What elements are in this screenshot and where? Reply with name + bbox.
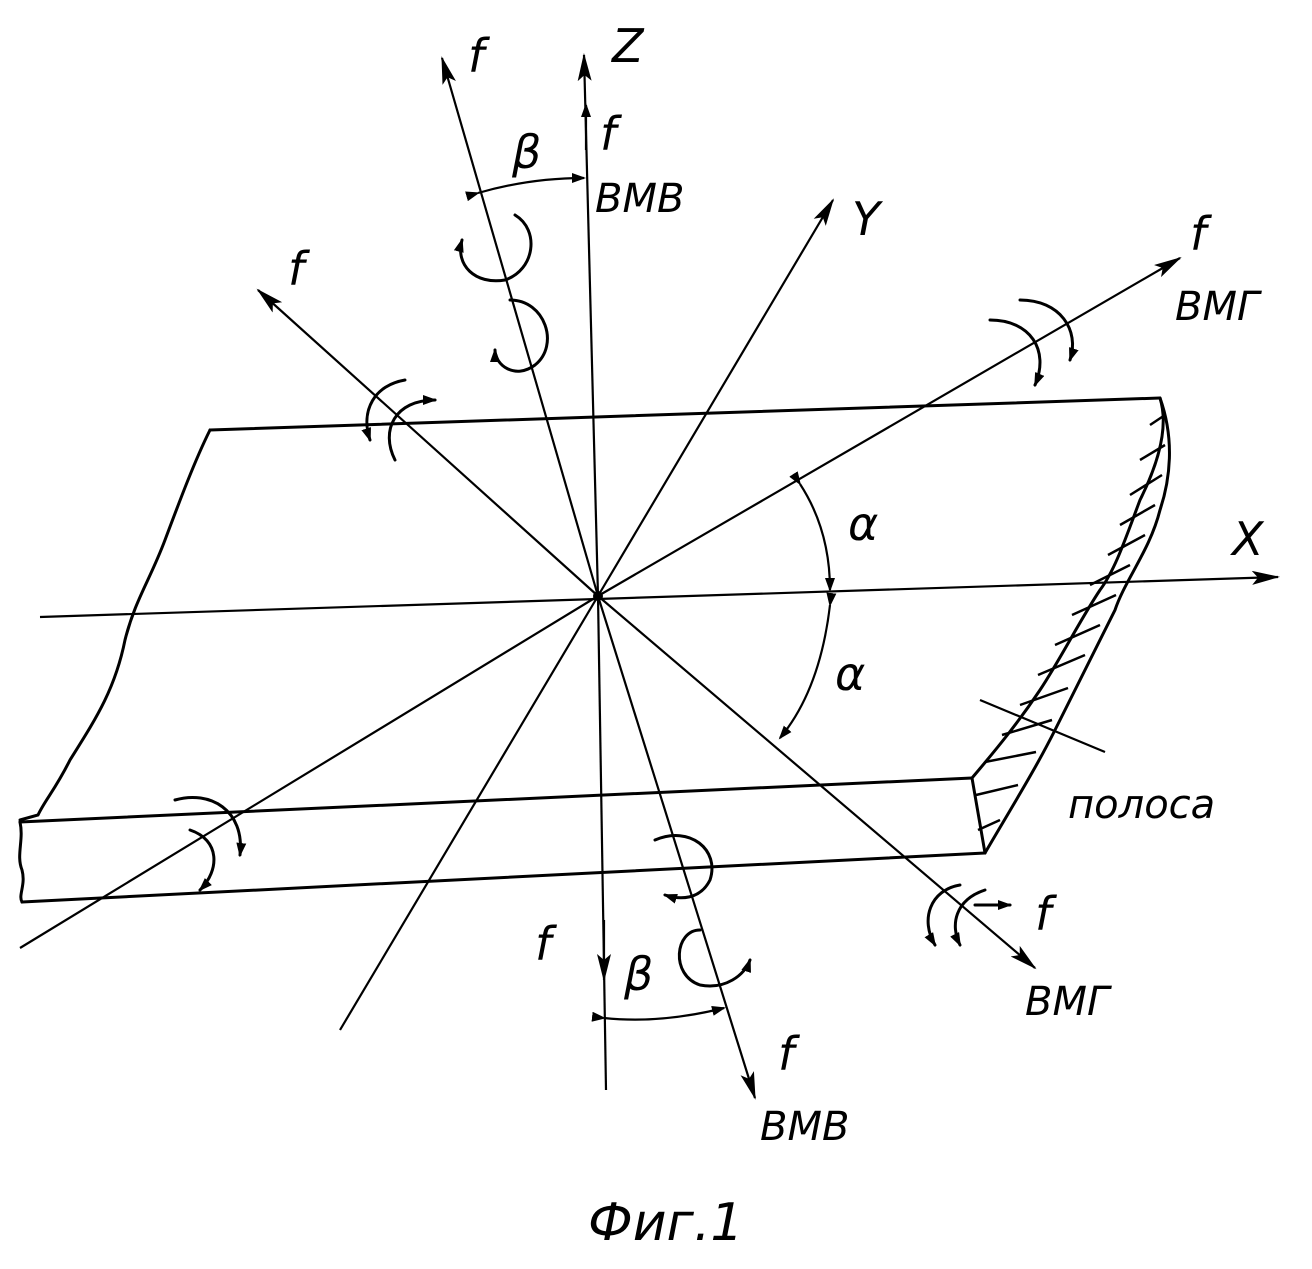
angle-arcs (478, 178, 830, 1020)
label-x: X (1230, 512, 1265, 566)
y-axis (598, 200, 833, 596)
figure-caption: Фиг.1 (588, 1193, 744, 1253)
label-beta-lower: β (623, 947, 653, 1001)
x-axis (40, 577, 1278, 617)
label-vmv-upper: ВМВ (595, 176, 684, 222)
label-z: Z (610, 19, 645, 73)
label-f-upper-left: f (288, 242, 310, 296)
label-y: Y (852, 192, 884, 246)
origin-point (593, 591, 603, 601)
label-alpha-upper: α (848, 497, 878, 551)
label-f-vmg-lower: f (1035, 887, 1057, 941)
label-f-upper-inclined: f (468, 29, 490, 83)
label-f-lower-inclined: f (778, 1027, 800, 1081)
vmv-axis-lower (598, 596, 755, 1098)
label-beta-upper: β (511, 125, 541, 179)
vmg-axis-lower (598, 596, 1035, 968)
vmg-axis-upper (598, 258, 1180, 596)
label-f-lower-vertical: f (535, 917, 557, 971)
label-vmg-lower: ВМГ (1025, 979, 1112, 1025)
label-alpha-lower: α (835, 647, 865, 701)
z-axis-down (598, 596, 606, 1090)
label-vmg-upper: ВМГ (1175, 284, 1262, 330)
labels: Z Y X f f ВМВ β f f ВМГ α α полоса f β f… (288, 19, 1265, 1253)
section-hatching (976, 415, 1165, 830)
label-strip: полоса (1068, 782, 1215, 828)
label-f-vmg-upper: f (1190, 207, 1212, 261)
label-vmv-lower: ВМВ (760, 1104, 849, 1150)
label-f-upper-vertical: f (600, 107, 622, 161)
